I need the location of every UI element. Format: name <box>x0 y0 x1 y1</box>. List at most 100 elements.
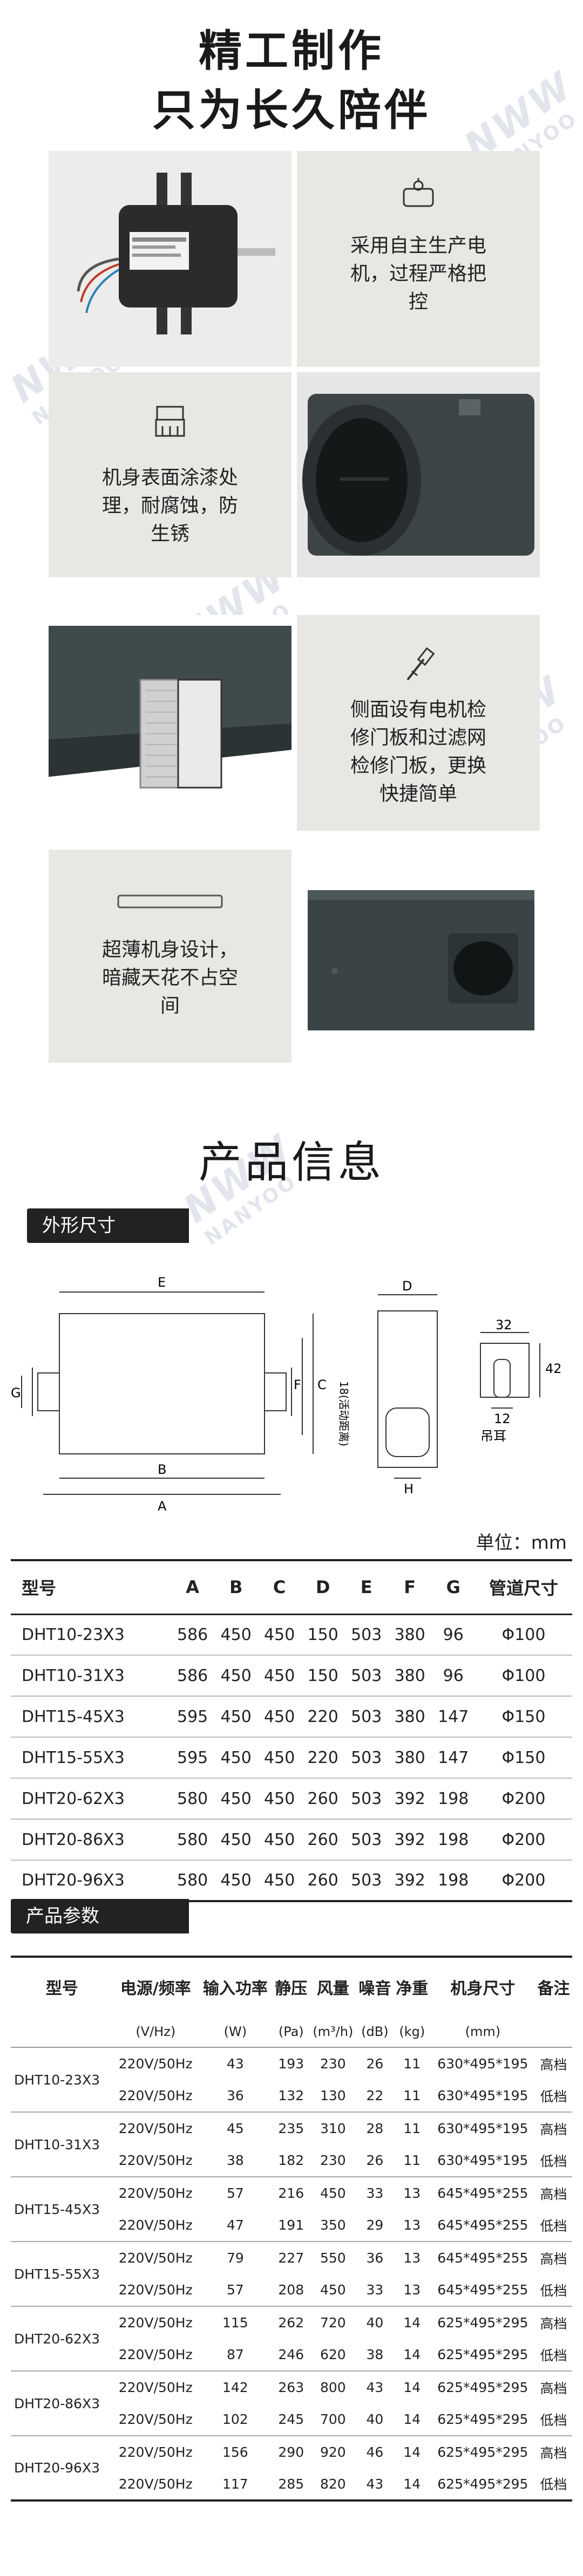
table-unit-cell: (V/Hz) <box>135 2024 176 2039</box>
table-cell: 115 <box>222 2315 248 2331</box>
table-unit-cell: (dB) <box>361 2024 389 2039</box>
model-cell: DHT15-55X3 <box>14 2266 100 2282</box>
table-cell: 43 <box>366 2380 384 2395</box>
table-cell: 14 <box>403 2315 421 2331</box>
table-cell: 246 <box>278 2347 304 2362</box>
model-cell: DHT20-86X3 <box>14 2395 100 2411</box>
table-header-cell: B <box>229 1577 243 1598</box>
table-header-cell: 净重 <box>396 1979 429 1998</box>
table-cell: DHT15-45X3 <box>22 1707 125 1726</box>
table-cell: 低档 <box>540 2477 567 2492</box>
table-header-cell: A <box>186 1577 200 1598</box>
table-header-cell: 电源/频率 <box>120 1979 191 1998</box>
table-cell: 40 <box>366 2411 384 2427</box>
table-cell: 630*495*195 <box>437 2088 528 2103</box>
table-cell: 503 <box>351 1830 382 1849</box>
table-cell: 147 <box>438 1748 469 1767</box>
table-cell: Φ200 <box>501 1830 546 1849</box>
table-cell: 132 <box>278 2088 304 2103</box>
table-cell: 285 <box>278 2476 304 2492</box>
table-cell: 57 <box>226 2282 244 2298</box>
feature-card-4: 超薄机身设计， 暗藏天花不占空 间 <box>49 850 292 1063</box>
hanger-dim-32: 32 <box>496 1317 512 1333</box>
slim-unit-image <box>302 874 540 1041</box>
table-cell: 580 <box>177 1871 208 1890</box>
table-cell: 630*495*195 <box>437 2056 528 2072</box>
table-cell: 630*495*195 <box>437 2121 528 2136</box>
table-cell: Φ200 <box>501 1871 546 1890</box>
table-unit-cell: (W) <box>223 2024 247 2039</box>
table-cell: 235 <box>278 2121 304 2136</box>
table-cell: 高档 <box>540 2186 567 2202</box>
feature-text-3: 侧面设有电机检 修门板和过滤网 检修门板，更换 快捷简单 <box>350 699 486 805</box>
dim-note-sliding: 18(活动距离) <box>337 1381 350 1446</box>
table-unit-cell: (m³/h) <box>313 2024 354 2039</box>
table-cell: 191 <box>278 2217 304 2233</box>
table-cell: 220V/50Hz <box>118 2347 193 2362</box>
dim-label-E: E <box>158 1275 166 1290</box>
table-cell: 550 <box>320 2250 346 2266</box>
model-cell: DHT20-96X3 <box>14 2460 100 2476</box>
table-cell: 11 <box>403 2121 421 2136</box>
table-cell: 13 <box>403 2250 421 2266</box>
table-cell: 580 <box>177 1789 208 1808</box>
feature-text-2: 机身表面涂漆处 理，耐腐蚀，防 生锈 <box>101 467 238 545</box>
model-cell: DHT10-23X3 <box>14 2072 100 2088</box>
table-cell: 102 <box>222 2411 248 2427</box>
table-cell: 450 <box>220 1871 252 1890</box>
table-cell: 26 <box>366 2056 384 2072</box>
table-cell: 260 <box>307 1871 338 1890</box>
table-header-cell: 输入功率 <box>202 1979 268 1998</box>
table-cell: 220V/50Hz <box>118 2121 193 2136</box>
table-cell: 87 <box>226 2347 244 2362</box>
table-cell: 43 <box>226 2056 244 2072</box>
table-cell: 450 <box>264 1625 295 1644</box>
table-cell: 450 <box>264 1871 295 1890</box>
table-cell: 198 <box>438 1789 469 1808</box>
table-cell: 142 <box>222 2380 248 2395</box>
table-cell: 450 <box>264 1830 295 1849</box>
dim-label-D: D <box>402 1279 412 1294</box>
table-cell: 208 <box>278 2282 304 2298</box>
table-cell: 46 <box>366 2444 384 2460</box>
table-cell: 503 <box>351 1707 382 1726</box>
table-cell: 47 <box>226 2217 244 2233</box>
dim-label-H: H <box>404 1481 413 1497</box>
table-cell: 26 <box>366 2153 384 2168</box>
table-cell: 450 <box>320 2282 346 2298</box>
table-header-cell: C <box>273 1577 286 1598</box>
table-cell: 503 <box>351 1625 382 1644</box>
table-cell: 625*495*295 <box>437 2476 528 2492</box>
table-cell: 625*495*295 <box>437 2380 528 2395</box>
table-cell: DHT15-55X3 <box>22 1748 125 1767</box>
table-cell: 380 <box>394 1666 425 1685</box>
table-cell: 220 <box>307 1748 338 1767</box>
feature-card-2: 机身表面涂漆处 理，耐腐蚀，防 生锈 <box>49 372 292 577</box>
table-cell: 625*495*295 <box>437 2315 528 2331</box>
table-header-cell: 型号 <box>45 1979 78 1998</box>
table-cell: 920 <box>320 2444 346 2460</box>
dim-label-C: C <box>317 1377 327 1392</box>
table-cell: 156 <box>222 2444 248 2460</box>
table-cell: 33 <box>366 2282 384 2298</box>
table-cell: 380 <box>394 1625 425 1644</box>
table-cell: 310 <box>320 2121 346 2136</box>
table-header-cell: D <box>315 1577 330 1598</box>
screwdriver-icon <box>402 647 435 687</box>
dimension-diagram: E G F C B A D 18(活动距离) H <box>11 1273 572 1521</box>
table-cell: 220V/50Hz <box>118 2380 193 2395</box>
dim-label-G: G <box>11 1385 21 1400</box>
table-cell: 220 <box>307 1707 338 1726</box>
paint-brush-icon <box>154 405 186 445</box>
table-cell: 高档 <box>540 2380 567 2396</box>
table-cell: 45 <box>226 2121 244 2136</box>
feature-text-1: 采用自主生产电 机，过程严格把 控 <box>350 235 486 313</box>
table-cell: 503 <box>351 1871 382 1890</box>
table-cell: 700 <box>320 2411 346 2427</box>
table-unit-cell <box>11 2016 113 2047</box>
table-cell: 低档 <box>540 2153 567 2169</box>
